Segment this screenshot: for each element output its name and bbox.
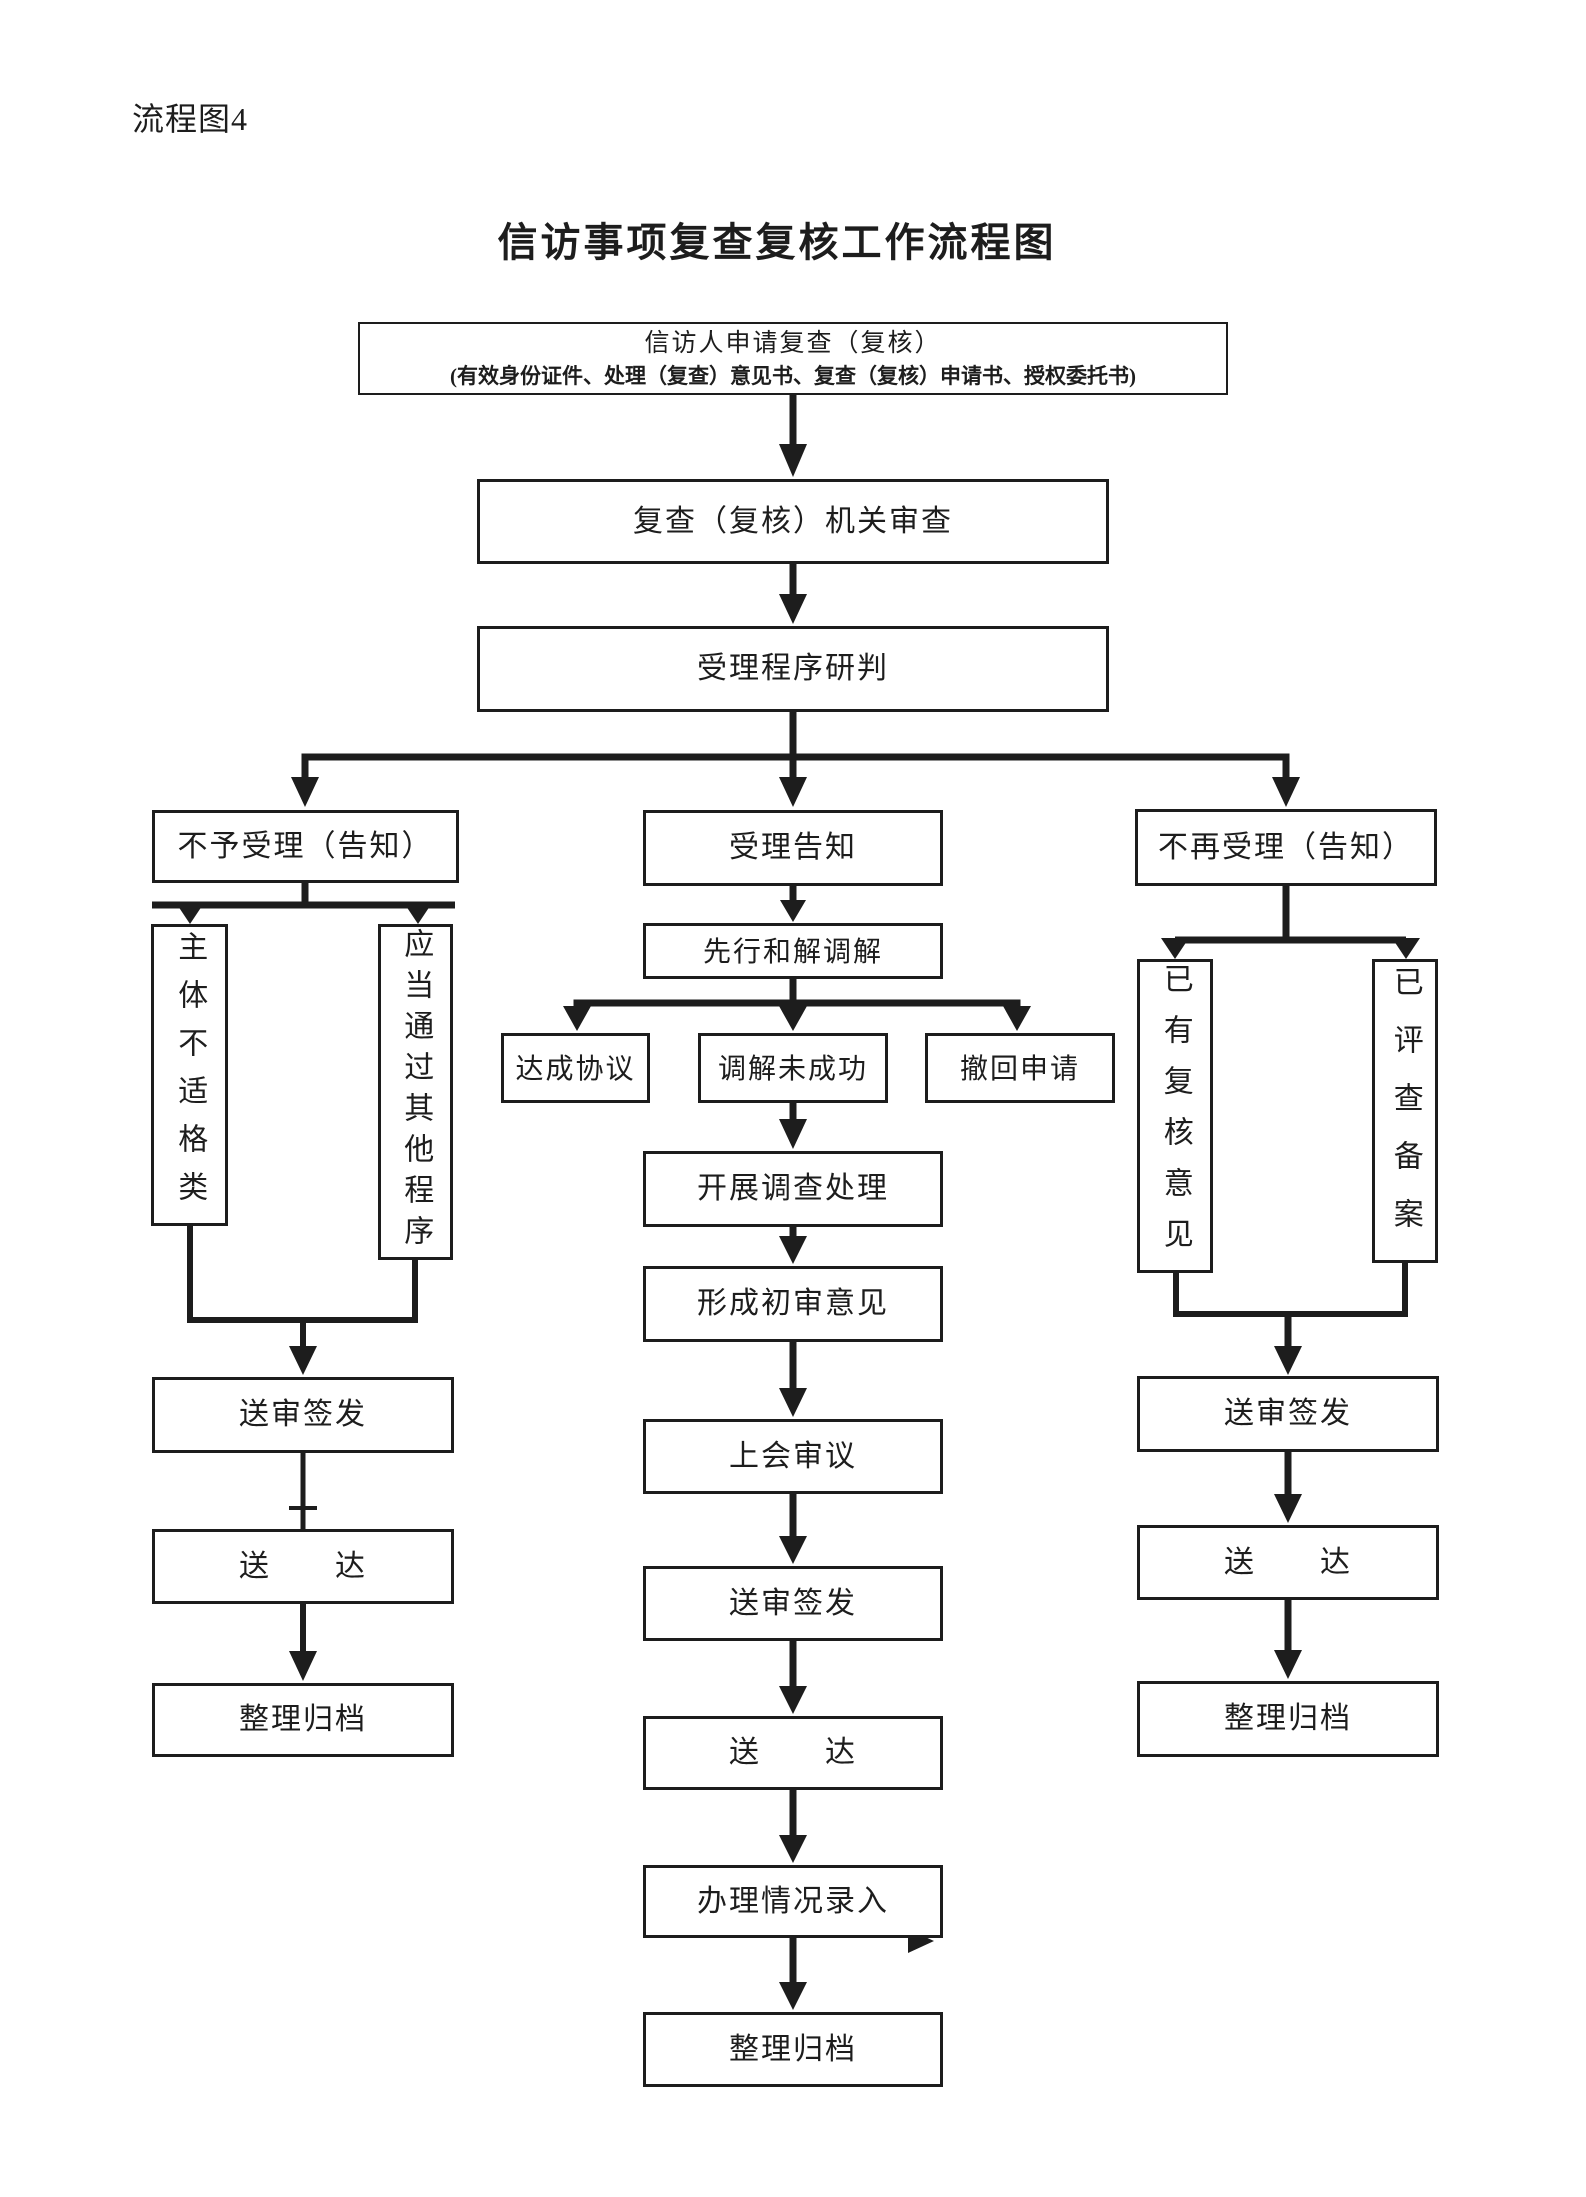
node-other-procedure: 应当通过其他程序 bbox=[378, 924, 453, 1260]
connector-investigate-opinion bbox=[779, 1227, 807, 1264]
node-left-sign: 送审签发 bbox=[152, 1377, 454, 1453]
connector-organ-procedure bbox=[779, 564, 807, 624]
connector-center-deliver-entry bbox=[779, 1790, 807, 1863]
connector-accept-mediation bbox=[780, 886, 806, 922]
node-left-archive: 整理归档 bbox=[152, 1683, 454, 1757]
node-right-reviewed: 已评查备案 bbox=[1372, 959, 1438, 1263]
connector-left-merge bbox=[187, 1226, 418, 1375]
node-right-archive: 整理归档 bbox=[1137, 1681, 1439, 1757]
node-left-deliver: 送 达 bbox=[152, 1529, 454, 1604]
node-center-deliver: 送 达 bbox=[643, 1716, 943, 1790]
node-organ-review: 复查（复核）机关审查 bbox=[477, 479, 1109, 564]
node-right-sign: 送审签发 bbox=[1137, 1376, 1439, 1452]
node-apply-subtitle: (有效身份证件、处理（复查）意见书、复查（复核）申请书、授权委托书) bbox=[450, 364, 1136, 388]
diagram-title: 信访事项复查复核工作流程图 bbox=[497, 221, 1057, 265]
node-withdraw: 撤回申请 bbox=[925, 1033, 1115, 1103]
connector-fail-investigate bbox=[779, 1103, 807, 1149]
node-apply: 信访人申请复查（复核） (有效身份证件、处理（复查）意见书、复查（复核）申请书、… bbox=[358, 322, 1228, 395]
connector-three-way-branch bbox=[291, 712, 1300, 807]
page-corner-label: 流程图4 bbox=[132, 101, 249, 137]
node-meeting-review: 上会审议 bbox=[643, 1419, 943, 1494]
connector-apply-organ bbox=[779, 394, 807, 477]
connector-center-entry-archive bbox=[779, 1938, 807, 2010]
connector-meeting-sign bbox=[779, 1494, 807, 1564]
node-mediation-first: 先行和解调解 bbox=[643, 923, 943, 979]
node-right-deliver: 送 达 bbox=[1137, 1525, 1439, 1600]
connector-left-deliver-archive bbox=[289, 1604, 317, 1681]
connector-left-sign-deliver bbox=[289, 1453, 317, 1529]
node-no-longer-accept: 不再受理（告知） bbox=[1135, 809, 1437, 886]
node-mediation-fail: 调解未成功 bbox=[698, 1033, 888, 1103]
node-right-have-opinion: 已有复核意见 bbox=[1137, 959, 1213, 1273]
node-center-sign: 送审签发 bbox=[643, 1566, 943, 1641]
node-procedure-judge: 受理程序研判 bbox=[477, 626, 1109, 712]
connector-right-deliver-archive bbox=[1274, 1600, 1302, 1679]
connector-no-longer-split bbox=[1161, 886, 1420, 959]
connector-right-merge bbox=[1173, 1263, 1408, 1375]
connector-center-sign-deliver bbox=[779, 1641, 807, 1714]
node-investigate: 开展调查处理 bbox=[643, 1151, 943, 1227]
node-agreement: 达成协议 bbox=[501, 1033, 650, 1103]
connector-opinion-meeting bbox=[779, 1342, 807, 1417]
node-not-accept: 不予受理（告知） bbox=[152, 810, 459, 883]
node-center-archive: 整理归档 bbox=[643, 2012, 943, 2087]
node-center-entry: 办理情况录入 bbox=[643, 1865, 943, 1938]
node-subject-unqualified: 主体不适格类 bbox=[151, 924, 228, 1226]
node-initial-opinion: 形成初审意见 bbox=[643, 1266, 943, 1342]
connector-not-accept-split bbox=[152, 883, 455, 924]
connector-mediation-split bbox=[563, 979, 1031, 1031]
connector-right-sign-deliver bbox=[1274, 1452, 1302, 1523]
node-accept-notice: 受理告知 bbox=[643, 810, 943, 886]
node-apply-title: 信访人申请复查（复核） bbox=[644, 328, 942, 357]
connectors bbox=[152, 394, 1420, 2010]
